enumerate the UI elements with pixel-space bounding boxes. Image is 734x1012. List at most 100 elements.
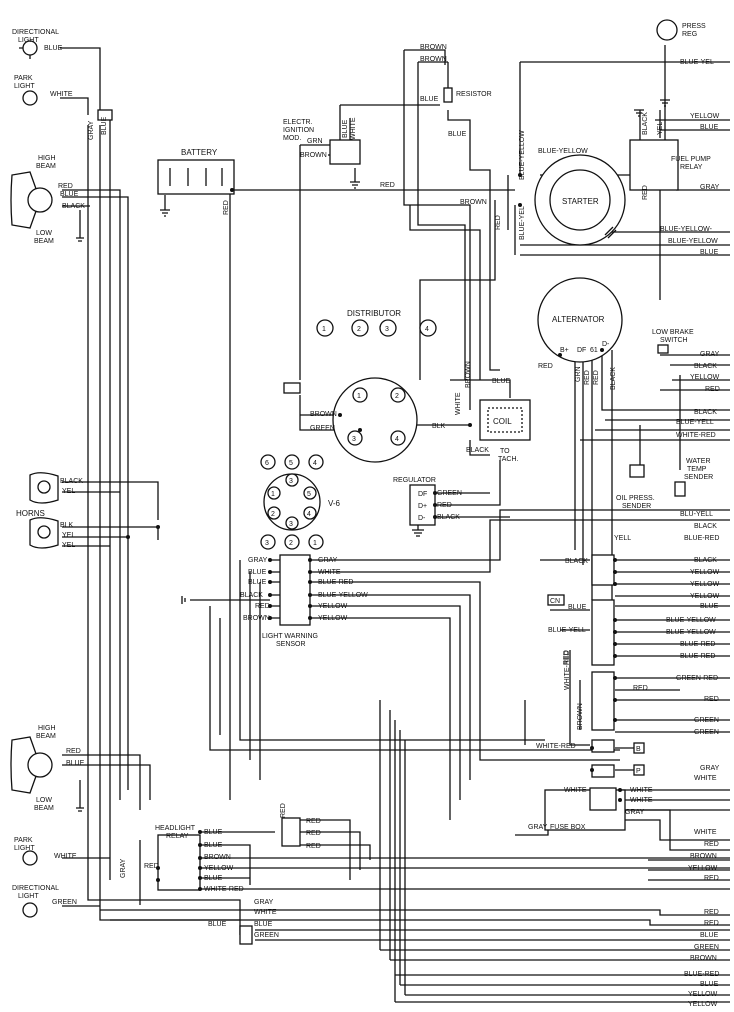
headlight-relay: HEADLIGHT RELAY [155, 825, 201, 891]
svg-text:BLUE: BLUE [101, 116, 108, 135]
svg-text:BLUE-YEL: BLUE-YEL [519, 206, 526, 240]
svg-text:BLUE-YELLOW: BLUE-YELLOW [666, 629, 716, 636]
svg-text:BROWN: BROWN [420, 44, 447, 51]
fuel-pump-relay-label-2: RELAY [680, 164, 703, 171]
ign-label-2: IGNITION [283, 127, 314, 134]
svg-text:RED: RED [437, 502, 452, 509]
svg-text:YELLOW: YELLOW [690, 581, 720, 588]
press-reg-label-2: REG [682, 31, 697, 38]
park-light-bottom-label-2: LIGHT [14, 845, 35, 852]
distributor-firing-order: 1 2 3 4 [316, 319, 437, 337]
low-brake-switch: LOW BRAKE SWITCH [652, 329, 694, 354]
high-beam-bottom-label-1: HIGH [38, 725, 56, 732]
battery-label: BATTERY [181, 148, 218, 157]
svg-text:BLU-YELL: BLU-YELL [680, 511, 713, 518]
svg-text:3: 3 [352, 436, 356, 443]
svg-text:1: 1 [357, 393, 361, 400]
starter-label: STARTER [562, 197, 599, 206]
low-beam-top-label-1: LOW [36, 230, 52, 237]
low-beam-top-label-2: BEAM [34, 238, 54, 245]
coil: COIL TO TACH. [479, 399, 531, 463]
oil-press-label-1: OIL PRESS. [616, 495, 655, 502]
svg-text:RED: RED [584, 370, 591, 385]
svg-text:WHITE: WHITE [630, 787, 653, 794]
svg-text:BLUE-RED: BLUE-RED [684, 971, 719, 978]
svg-text:WHITE: WHITE [350, 117, 357, 140]
horns: HORNS [16, 472, 59, 549]
park-light-bottom: PARK LIGHT [14, 837, 38, 866]
svg-text:YEL: YEL [62, 532, 75, 539]
svg-text:WHITE-RED: WHITE-RED [676, 432, 716, 439]
svg-text:BLACK: BLACK [565, 558, 588, 565]
regulator: REGULATOR DF D+ D- [393, 477, 436, 526]
svg-text:BLACK: BLACK [694, 363, 717, 370]
svg-text:P: P [636, 768, 641, 775]
svg-text:RED: RED [705, 386, 720, 393]
svg-text:BLUE: BLUE [700, 249, 719, 256]
svg-text:2: 2 [357, 326, 361, 333]
svg-text:BLUE-YELLOW: BLUE-YELLOW [318, 592, 368, 599]
svg-text:BLACK: BLACK [642, 112, 649, 135]
junction-dots [126, 173, 622, 891]
press-reg-label-1: PRESS [682, 23, 706, 30]
svg-text:BLK: BLK [432, 423, 446, 430]
to-tach-label-1: TO [500, 448, 510, 455]
svg-text:BLUE-YELLOW: BLUE-YELLOW [666, 617, 716, 624]
light-warning-sensor: LIGHT WARNING SENSOR [262, 554, 318, 648]
resistor-label: RESISTOR [456, 91, 492, 98]
wire-labels: BLUE WHITE RED BLUE BLACK BLACK YEL BLK … [44, 44, 720, 1008]
svg-text:4: 4 [307, 511, 311, 518]
svg-text:YELLOW: YELLOW [204, 865, 234, 872]
svg-text:WHITE-RED: WHITE-RED [564, 650, 571, 690]
svg-text:BLUE: BLUE [448, 131, 467, 138]
svg-text:BLUE: BLUE [700, 981, 719, 988]
svg-text:BLACK: BLACK [240, 592, 263, 599]
svg-text:GRAY: GRAY [318, 557, 338, 564]
park-light-top: PARK LIGHT [14, 75, 38, 106]
lws-label-2: SENSOR [276, 641, 306, 648]
svg-text:WHITE: WHITE [54, 853, 77, 860]
headlight-relay-label-2: RELAY [166, 833, 189, 840]
svg-text:WHITE-RED: WHITE-RED [204, 886, 244, 893]
svg-text:RED: RED [380, 182, 395, 189]
svg-text:BLUE-RED: BLUE-RED [318, 579, 353, 586]
svg-text:WHITE: WHITE [694, 775, 717, 782]
svg-text:BROWN: BROWN [577, 703, 584, 730]
svg-text:D-: D- [602, 341, 610, 348]
high-beam-top-label-2: BEAM [36, 163, 56, 170]
svg-text:GREEN-RED: GREEN-RED [676, 675, 718, 682]
svg-text:BLACK: BLACK [60, 478, 83, 485]
svg-text:GREEN: GREEN [694, 944, 719, 951]
svg-text:GRAY: GRAY [88, 120, 95, 140]
distributor: DISTRIBUTOR 1 2 3 4 1 2 3 4 [316, 309, 437, 463]
regulator-label: REGULATOR [393, 477, 436, 484]
svg-text:RED: RED [704, 909, 719, 916]
svg-text:5: 5 [307, 491, 311, 498]
svg-text:2: 2 [289, 540, 293, 547]
svg-text:3: 3 [385, 326, 389, 333]
directional-light-top: DIRECTIONAL LIGHT [12, 29, 59, 59]
svg-text:YELLOW: YELLOW [690, 593, 720, 600]
svg-text:RED: RED [306, 830, 321, 837]
resistor: RESISTOR [443, 87, 492, 103]
svg-text:4: 4 [395, 436, 399, 443]
svg-text:BROWN: BROWN [420, 56, 447, 63]
svg-text:4: 4 [313, 460, 317, 467]
svg-text:BLUE: BLUE [60, 191, 79, 198]
directional-light-bottom-label-1: DIRECTIONAL [12, 885, 59, 892]
svg-text:GREEN: GREEN [254, 932, 279, 939]
svg-text:RED: RED [144, 863, 159, 870]
svg-text:BLUE-YELL: BLUE-YELL [676, 419, 714, 426]
svg-text:BLUE-YELLOW: BLUE-YELLOW [538, 148, 588, 155]
oil-press-label-2: SENDER [622, 503, 651, 510]
svg-text:1: 1 [322, 326, 326, 333]
svg-text:BLACK: BLACK [694, 523, 717, 530]
svg-text:BLUE: BLUE [44, 45, 63, 52]
svg-text:RED: RED [223, 200, 230, 215]
svg-text:BLK: BLK [60, 522, 74, 529]
svg-text:BROWN: BROWN [690, 955, 717, 962]
svg-text:2: 2 [395, 393, 399, 400]
svg-text:WHITE: WHITE [455, 392, 462, 415]
svg-text:BROWN: BROWN [465, 361, 472, 388]
to-tach-label-2: TACH. [498, 456, 519, 463]
